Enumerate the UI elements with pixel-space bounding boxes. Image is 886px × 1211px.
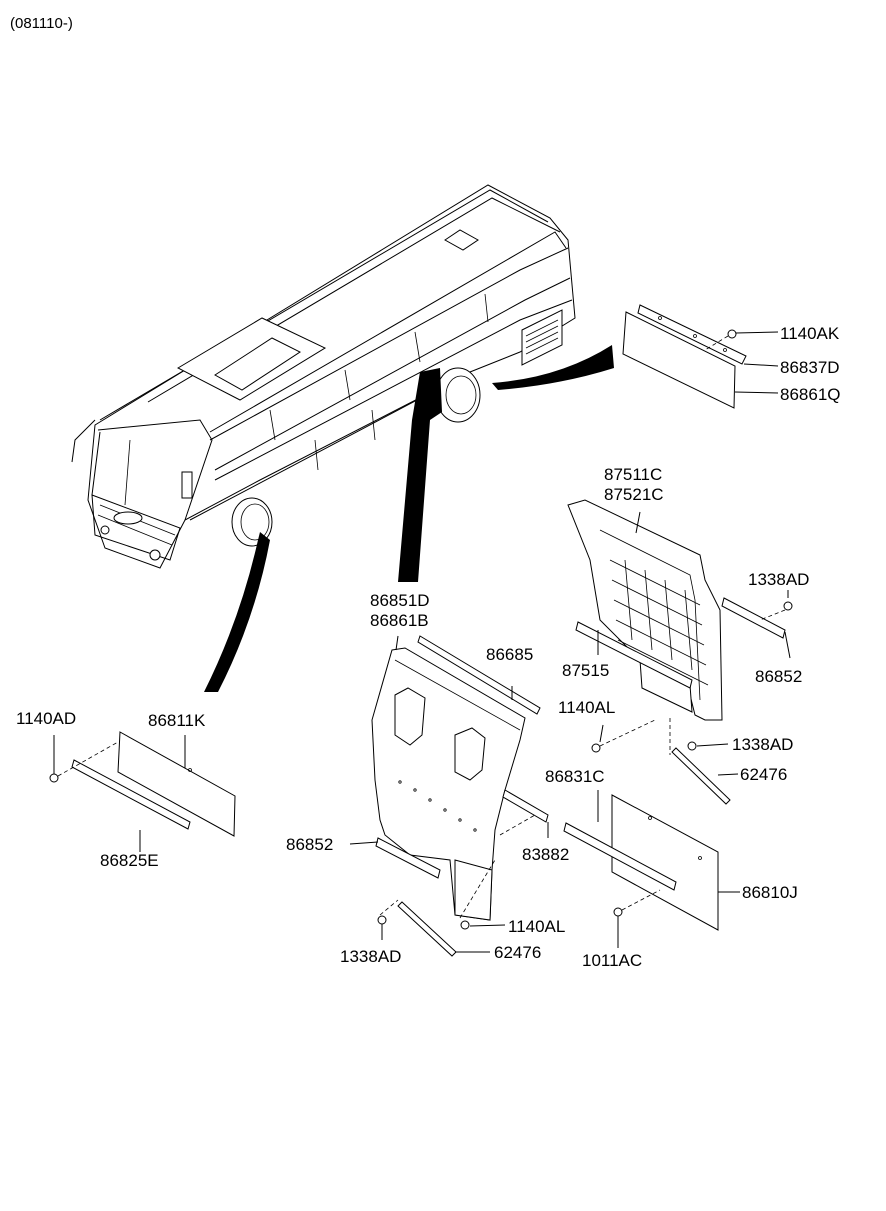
- label-86852-right: 86852: [755, 667, 802, 686]
- label-86685: 86685: [486, 645, 533, 664]
- pointer-arrow-front: [204, 532, 270, 692]
- bus-illustration: [71, 184, 576, 569]
- label-86861Q: 86861Q: [780, 385, 841, 404]
- label-1338AD-lower: 1338AD: [340, 947, 401, 966]
- pointer-arrow-mid: [398, 368, 442, 582]
- front-left-mudguard-group: [49, 731, 236, 852]
- label-87511C: 87511C: [604, 465, 662, 484]
- pointer-arrow-rear: [492, 345, 614, 390]
- diagram-code: (081110-): [10, 15, 73, 32]
- label-86831C: 86831C: [545, 767, 605, 786]
- label-87521C: 87521C: [604, 485, 664, 504]
- label-86810J: 86810J: [742, 883, 798, 902]
- label-86825E: 86825E: [100, 851, 159, 870]
- label-1338AD-upper: 1338AD: [748, 570, 809, 589]
- rear-right-mudguard-group: [563, 790, 740, 948]
- inner-liner-group: [567, 499, 793, 805]
- rear-mudguard-group: [622, 304, 779, 409]
- label-62476-center: 62476: [494, 943, 541, 962]
- label-1338AD-mid: 1338AD: [732, 735, 793, 754]
- label-87515: 87515: [562, 661, 609, 680]
- label-1140AL-upper: 1140AL: [558, 698, 615, 717]
- label-1140AK: 1140AK: [780, 324, 840, 343]
- label-86861B: 86861B: [370, 611, 429, 630]
- label-62476-right: 62476: [740, 765, 787, 784]
- label-86837D: 86837D: [780, 358, 840, 377]
- label-86811K: 86811K: [148, 711, 206, 730]
- label-86852-center: 86852: [286, 835, 333, 854]
- label-83882: 83882: [522, 845, 569, 864]
- label-1140AD: 1140AD: [16, 709, 76, 728]
- front-mudguard-group: [349, 635, 549, 957]
- label-1011AC: 1011AC: [582, 951, 642, 970]
- label-1140AL-lower: 1140AL: [508, 917, 565, 936]
- label-86851D: 86851D: [370, 591, 430, 610]
